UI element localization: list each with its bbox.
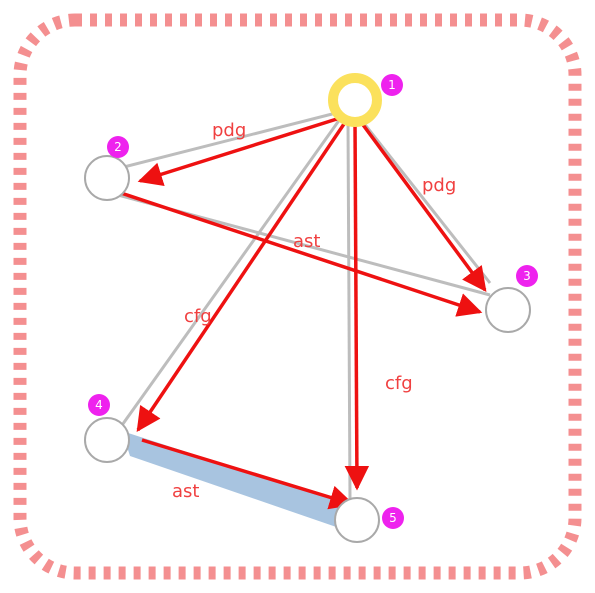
node-label-2: 2 [114,140,122,154]
edge-arrow-2-3 [117,190,483,317]
badge-circle [88,394,110,416]
node-label-1: 1 [388,78,396,92]
edge-shadows [117,110,492,501]
node-badges: 1 2 3 4 5 [88,74,538,529]
node-label-4: 4 [95,398,103,412]
badge-circle [516,265,538,287]
edge-arrow-4-5 [141,438,355,510]
edge-label-1-4: cfg [184,306,212,327]
edge-shadow-1-4 [118,111,347,429]
edge-label-2-3: ast [293,231,320,252]
nodes [84,73,531,543]
node-badge-5: 5 [382,507,404,529]
node-badge-2: 2 [107,136,129,158]
edge-labels: pdg pdg ast cfg cfg ast [172,120,456,502]
badge-circle [381,74,403,96]
edge-label-4-5: ast [172,481,199,502]
edge-shadow-1-2 [119,110,341,170]
edge-shadow-1-5 [346,119,352,501]
node-badge-1: 1 [381,74,403,96]
graph-node-4[interactable] [84,417,130,463]
edge-label-1-5: cfg [385,373,413,394]
edge-label-1-3: pdg [422,175,456,196]
node-badge-4: 4 [88,394,110,416]
edge-arrow-1-3 [356,116,487,292]
graph-node-1[interactable] [328,73,382,127]
frame-border [13,13,582,580]
badge-circle [382,507,404,529]
edge-shadow-1-3 [353,111,492,284]
edge-arrow-1-2 [137,116,341,187]
highlighted-edge-band [122,431,350,530]
edge-arrow-1-5 [344,121,370,491]
graph-node-5[interactable] [334,497,380,543]
node-label-3: 3 [523,269,531,283]
graph-node-3[interactable] [485,287,531,333]
node-label-5: 5 [389,511,397,525]
badge-circle [107,136,129,158]
edge-label-1-2: pdg [212,120,246,141]
edge-arrows [117,116,487,510]
node-badge-3: 3 [516,265,538,287]
graph-node-2[interactable] [84,155,130,201]
edge-arrow-1-4 [136,117,350,433]
